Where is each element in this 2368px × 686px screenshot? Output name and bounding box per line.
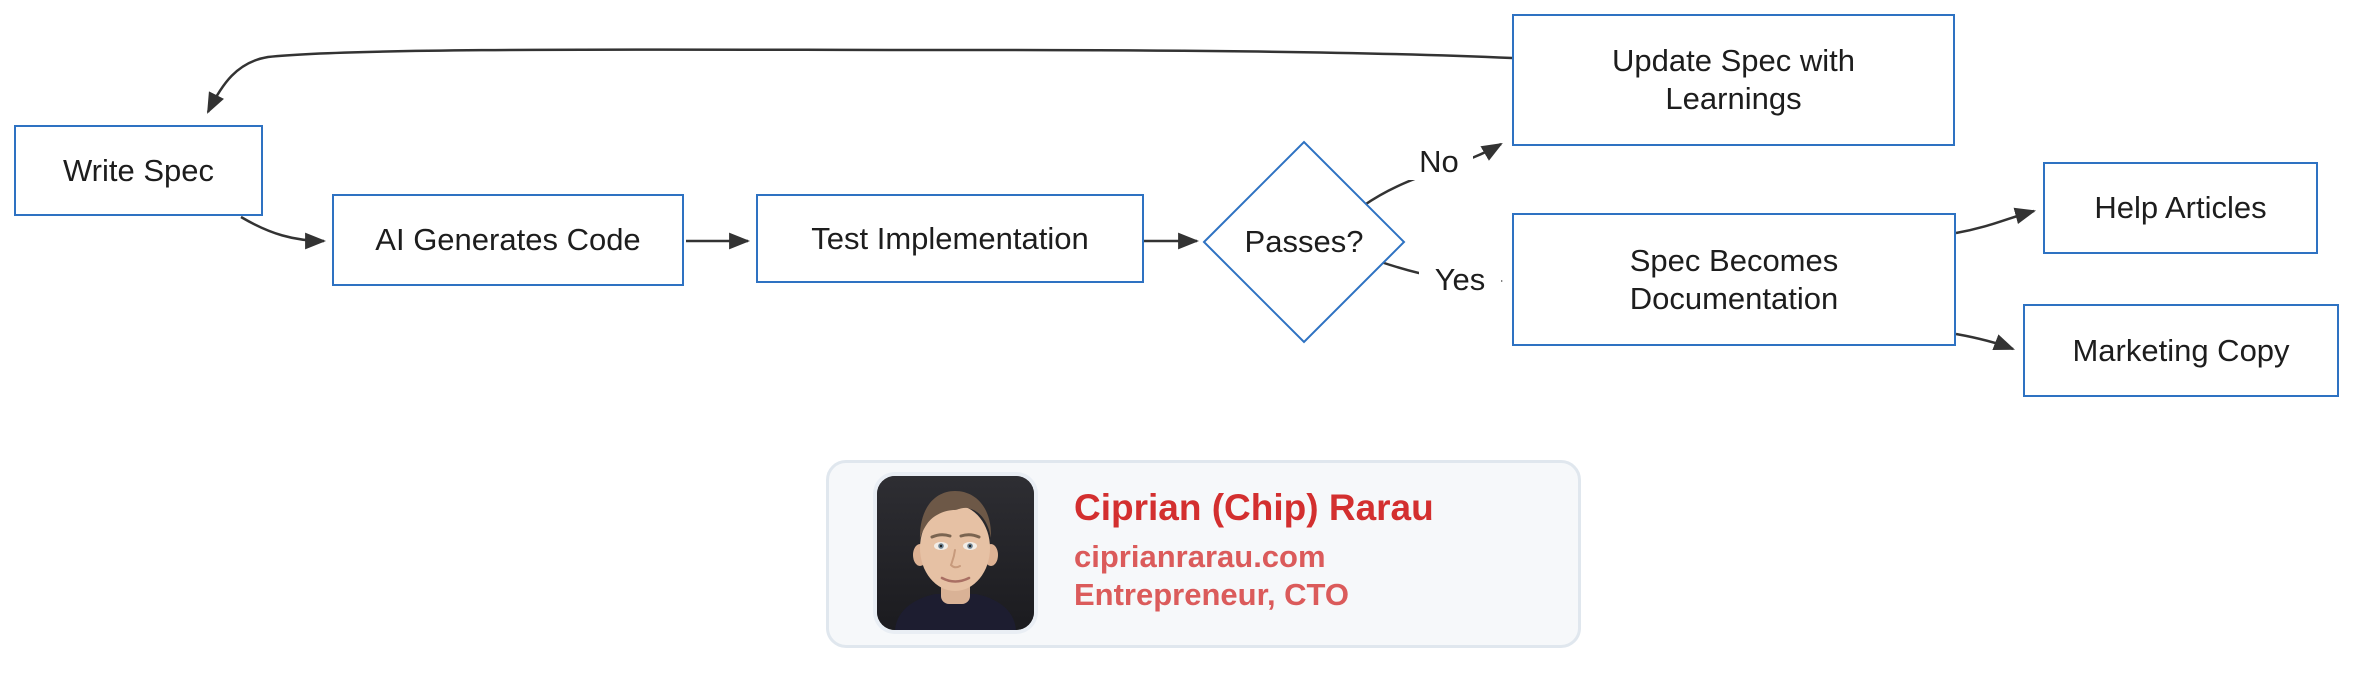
node-label: Test Implementation — [811, 220, 1089, 256]
node-ai-generates-code: AI Generates Code — [332, 194, 684, 286]
node-label: Help Articles — [2094, 190, 2267, 226]
node-label: Marketing Copy — [2072, 332, 2290, 368]
edge-write-spec-to-ai — [240, 215, 327, 250]
author-website: ciprianrarau.com — [1074, 539, 1326, 574]
author-photo — [877, 476, 1034, 630]
node-write-spec: Write Spec — [14, 125, 263, 216]
node-label: Passes? — [1244, 224, 1364, 259]
node-marketing-copy: Marketing Copy — [2023, 304, 2339, 397]
edge-update-spec-to-write-spec — [206, 48, 1513, 114]
decision-diamond-shape — [1202, 140, 1406, 344]
node-label: AI Generates Code — [375, 222, 641, 258]
author-card: Ciprian (Chip) Rarau ciprianrarau.com En… — [826, 460, 1581, 648]
node-label: Write Spec — [62, 152, 215, 188]
node-test-implementation: Test Implementation — [756, 194, 1144, 283]
node-label: Update Spec with Learnings — [1612, 43, 1855, 116]
author-portrait-illustration — [877, 476, 1034, 630]
edge-label-no: No — [1405, 144, 1473, 180]
edge-spec-doc-to-marketing-copy — [1955, 332, 2015, 351]
node-label: Spec Becomes Documentation — [1629, 242, 1839, 316]
edge-label-yes: Yes — [1419, 262, 1501, 298]
node-passes-decision: Passes? — [1204, 142, 1404, 342]
author-role: Entrepreneur, CTO — [1074, 577, 1350, 612]
node-spec-becomes-documentation: Spec Becomes Documentation — [1512, 213, 1956, 346]
author-name: Ciprian (Chip) Rarau — [1074, 487, 1434, 528]
edge-spec-doc-to-help-articles — [1955, 207, 2037, 235]
node-help-articles: Help Articles — [2043, 162, 2318, 254]
node-update-spec: Update Spec with Learnings — [1512, 14, 1955, 146]
